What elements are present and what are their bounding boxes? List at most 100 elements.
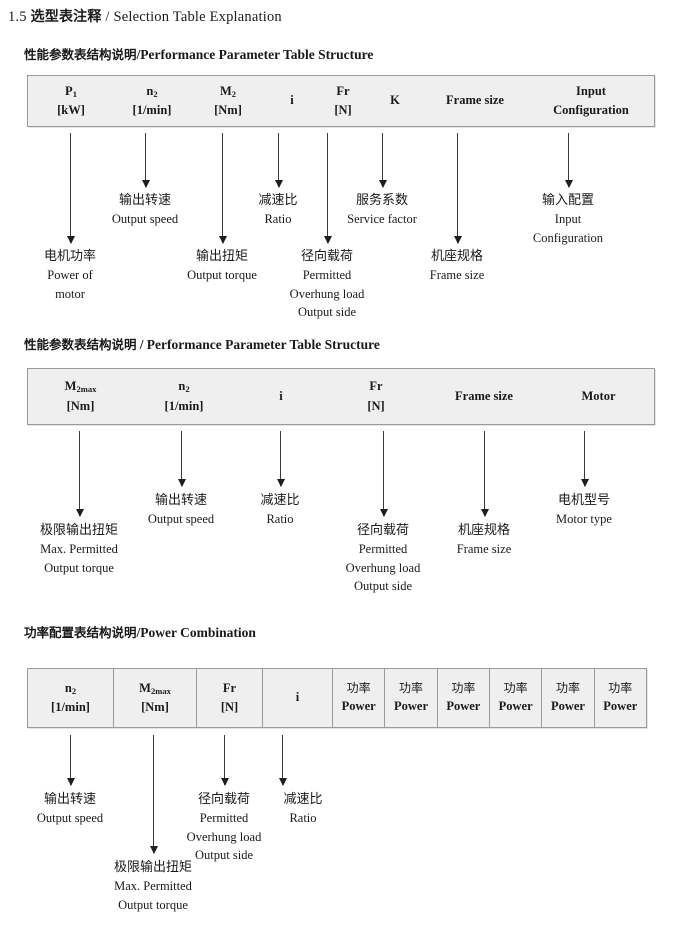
annotation-output-speed-2-cn: 输出转速 bbox=[154, 493, 207, 508]
annotation-overhung-load-2-cn: 径向载荷 bbox=[356, 523, 410, 538]
arrow-to-power-of-motor bbox=[66, 133, 75, 244]
arrow-to-output-speed bbox=[141, 133, 150, 188]
section-heading-power-combination: 功率配置表结构说明/Power Combination bbox=[24, 622, 256, 641]
page-title-number: 1.5 bbox=[8, 9, 27, 25]
table3-col-n2-unit: [1/min] bbox=[51, 700, 90, 714]
arrow-to-output-speed-2 bbox=[177, 431, 186, 487]
table1-col-fr: Fr [N] bbox=[318, 76, 368, 126]
table1-col-frame-size-symbol: Frame size bbox=[446, 93, 504, 108]
table3-col-power-4: 功率 Power bbox=[488, 669, 541, 727]
table3-col-power-3: 功率 Power bbox=[436, 669, 489, 727]
arrow-to-overhung-load bbox=[323, 133, 332, 244]
section-heading-sep: / bbox=[136, 47, 141, 62]
table3-col-m2max-symbol: M2max bbox=[139, 680, 171, 696]
section3-heading-sep: / bbox=[136, 625, 141, 640]
annotation-output-speed-3-cn: 输出转速 bbox=[43, 792, 96, 807]
table3-col-m2max-unit: [Nm] bbox=[141, 700, 169, 714]
annotation-output-torque-en-1: Output torque bbox=[187, 268, 257, 283]
arrow-to-ratio-2 bbox=[276, 431, 285, 487]
annotation-output-speed-3: 输出转速 Output speed bbox=[37, 790, 103, 828]
performance-parameter-table-1: P1 [kW] n2 [1/min] M2 [Nm] i Fr [N] K Fr… bbox=[27, 75, 655, 127]
arrow-to-max-output-torque-3 bbox=[149, 735, 158, 854]
table3-col-n2: n2 [1/min] bbox=[28, 669, 113, 727]
annotation-overhung-load-2-en-2: Overhung load bbox=[345, 560, 421, 575]
annotation-output-speed-3-en-1: Output speed bbox=[36, 811, 104, 826]
arrow-to-output-torque bbox=[218, 133, 227, 244]
arrow-to-motor-type bbox=[580, 431, 589, 487]
table2-col-motor: Motor bbox=[543, 369, 654, 424]
annotation-frame-size: 机座规格 Frame size bbox=[430, 247, 485, 285]
table3-col-fr-symbol: Fr bbox=[222, 680, 237, 695]
table2-col-n2: n2 [1/min] bbox=[133, 369, 235, 424]
annotation-overhung-load-2-en-3: Output side bbox=[354, 579, 412, 594]
annotation-max-output-torque-3-en-2: Output torque bbox=[118, 897, 188, 912]
power-combination-table: n2 [1/min] M2max [Nm] Fr [N] i 功率 Power … bbox=[27, 668, 647, 728]
table1-col-i: i bbox=[266, 76, 318, 126]
section-heading-performance-2: 性能参数表结构说明 / Performance Parameter Table … bbox=[24, 334, 380, 353]
annotation-motor-type-en-1: Motor type bbox=[556, 512, 612, 527]
annotation-overhung-load-en-2: Overhung load bbox=[289, 286, 365, 301]
annotation-overhung-load-2: 径向载荷 Permitted Overhung load Output side bbox=[346, 521, 421, 596]
annotation-overhung-load-3-en-2: Overhung load bbox=[186, 829, 262, 844]
annotation-input-configuration: 输入配置 Input Configuration bbox=[533, 191, 603, 247]
annotation-ratio-3-en-1: Ratio bbox=[289, 811, 317, 826]
table2-col-i-symbol: i bbox=[279, 388, 283, 403]
table3-col-i: i bbox=[262, 669, 332, 727]
section-heading-performance-1: 性能参数表结构说明/Performance Parameter Table St… bbox=[24, 44, 373, 63]
annotation-frame-size-en-1: Frame size bbox=[429, 268, 485, 283]
annotation-frame-size-2-cn: 机座规格 bbox=[457, 523, 510, 538]
annotation-overhung-load-3: 径向载荷 Permitted Overhung load Output side bbox=[187, 790, 262, 865]
table1-col-i-symbol: i bbox=[290, 93, 294, 108]
annotation-motor-type-cn: 电机型号 bbox=[557, 493, 610, 508]
annotation-frame-size-2-en-1: Frame size bbox=[456, 542, 512, 557]
table2-col-m2max: M2max [Nm] bbox=[28, 369, 133, 424]
table1-col-n2: n2 [1/min] bbox=[114, 76, 190, 126]
annotation-power-of-motor-en-2: motor bbox=[55, 286, 85, 301]
annotation-overhung-load-en-1: Permitted bbox=[302, 268, 352, 283]
annotation-max-output-torque-en-1: Max. Permitted bbox=[40, 542, 118, 557]
table3-col-power-5-en: Power bbox=[550, 699, 585, 714]
table1-col-frame-size: Frame size bbox=[422, 76, 528, 126]
table2-col-i: i bbox=[235, 369, 327, 424]
table2-col-fr-symbol: Fr bbox=[369, 379, 383, 394]
annotation-power-of-motor-en-1: Power of bbox=[47, 268, 93, 283]
table3-col-power-2: 功率 Power bbox=[384, 669, 436, 727]
table3-col-fr: Fr [N] bbox=[196, 669, 262, 727]
table3-col-power-6: 功率 Power bbox=[593, 669, 646, 727]
annotation-service-factor: 服务系数 Service factor bbox=[347, 191, 417, 229]
section-heading-cn: 性能参数表结构说明 bbox=[24, 47, 137, 62]
arrow-to-overhung-load-2 bbox=[379, 431, 388, 517]
table2-col-fr-unit: [N] bbox=[367, 398, 385, 413]
table1-col-m2-unit: [Nm] bbox=[214, 103, 242, 117]
table3-col-power-4-en: Power bbox=[498, 699, 533, 714]
annotation-overhung-load-3-en-1: Permitted bbox=[199, 811, 249, 826]
table3-col-power-4-cn: 功率 bbox=[503, 681, 528, 696]
arrow-to-ratio-3 bbox=[278, 735, 287, 786]
annotation-ratio-en-1: Ratio bbox=[264, 212, 292, 227]
table1-col-p1: P1 [kW] bbox=[28, 76, 114, 126]
section2-heading-cn: 性能参数表结构说明 bbox=[24, 337, 137, 352]
table2-col-n2-symbol: n2 bbox=[178, 379, 190, 395]
table1-col-p1-symbol: P1 bbox=[65, 83, 77, 99]
annotation-input-configuration-en-1: Input bbox=[554, 212, 582, 227]
annotation-frame-size-2: 机座规格 Frame size bbox=[457, 521, 512, 559]
table1-col-input-configuration: Input Configuration bbox=[528, 76, 654, 126]
annotation-overhung-load-3-en-3: Output side bbox=[195, 848, 253, 863]
table3-col-power-6-en: Power bbox=[603, 699, 638, 714]
annotation-input-configuration-cn: 输入配置 bbox=[541, 193, 595, 208]
arrow-to-service-factor bbox=[378, 133, 387, 188]
performance-parameter-table-2: M2max [Nm] n2 [1/min] i Fr [N] Frame siz… bbox=[27, 368, 655, 425]
annotation-output-speed-2: 输出转速 Output speed bbox=[148, 491, 214, 529]
annotation-ratio-3: 减速比 Ratio bbox=[283, 790, 322, 828]
table3-col-power-1-en: Power bbox=[341, 699, 376, 714]
table3-col-power-6-cn: 功率 bbox=[608, 681, 633, 696]
section3-heading-en: Power Combination bbox=[140, 625, 256, 640]
arrow-to-max-output-torque bbox=[75, 431, 84, 517]
annotation-service-factor-en-1: Service factor bbox=[347, 212, 417, 227]
annotation-ratio-2: 减速比 Ratio bbox=[260, 491, 299, 529]
annotation-max-output-torque-3-en-1: Max. Permitted bbox=[114, 879, 192, 894]
arrow-to-ratio bbox=[274, 133, 283, 188]
page-title-en: Selection Table Explanation bbox=[113, 9, 282, 25]
table3-col-power-2-en: Power bbox=[393, 699, 428, 714]
section2-heading-en: Performance Parameter Table Structure bbox=[146, 337, 380, 352]
